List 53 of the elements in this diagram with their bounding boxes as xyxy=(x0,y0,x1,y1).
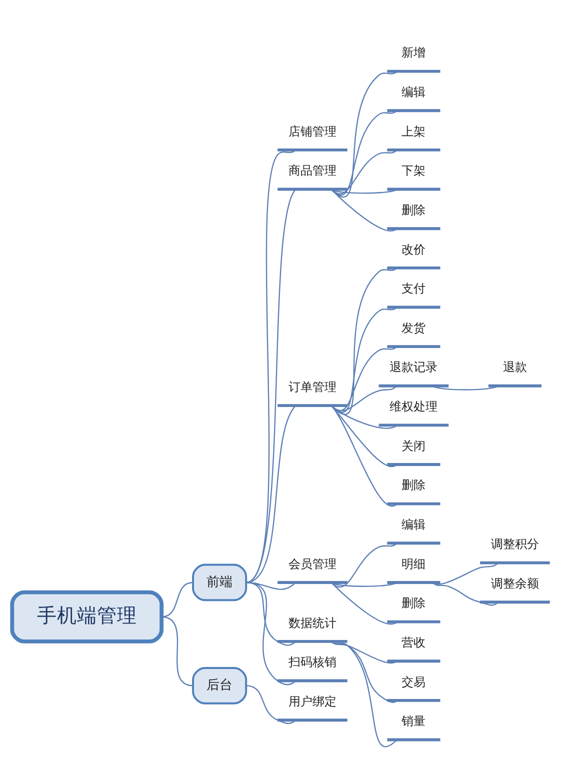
node-text: 退款记录 xyxy=(390,360,438,374)
node-text: 调整余额 xyxy=(490,576,539,590)
connector xyxy=(432,562,499,584)
connector xyxy=(330,404,398,506)
connector xyxy=(330,404,398,467)
node-text: 下架 xyxy=(402,163,426,178)
connector xyxy=(330,640,398,664)
node-text: 销量 xyxy=(402,714,426,728)
connector xyxy=(330,188,398,194)
node-text: 明细 xyxy=(402,556,426,570)
node-text: 发货 xyxy=(402,320,426,334)
node-text: 删除 xyxy=(402,478,426,492)
node-text: 扫码核销 xyxy=(288,654,336,669)
node-text: 调整积分 xyxy=(490,536,539,551)
node-text: 用户绑定 xyxy=(288,694,336,708)
connector xyxy=(330,110,398,195)
connector xyxy=(432,384,499,390)
node-text: 删除 xyxy=(402,596,426,610)
node-text: 新增 xyxy=(402,45,426,60)
node-text: 店铺管理 xyxy=(288,124,336,138)
node-text: 支付 xyxy=(402,281,426,296)
connector xyxy=(161,616,194,686)
node-text: 会员管理 xyxy=(288,556,336,570)
node-box: 后台 xyxy=(192,666,248,704)
connector xyxy=(246,581,296,685)
node-box: 前端 xyxy=(192,563,248,601)
node-text: 商品管理 xyxy=(288,163,336,178)
node-text: 维权处理 xyxy=(390,399,438,414)
connector xyxy=(432,582,499,606)
connector xyxy=(330,581,398,586)
node-text: 关闭 xyxy=(402,438,426,452)
connector xyxy=(330,70,398,197)
connector xyxy=(330,149,398,194)
node-text: 退款 xyxy=(502,360,527,374)
connector xyxy=(330,582,398,624)
connector xyxy=(330,188,398,231)
connector xyxy=(161,581,194,617)
connector xyxy=(246,684,296,724)
node-text: 编辑 xyxy=(402,517,426,532)
node-text: 删除 xyxy=(402,202,426,216)
connector xyxy=(330,542,398,588)
node-text: 改价 xyxy=(402,242,426,256)
connector xyxy=(330,640,398,702)
connector xyxy=(330,640,398,747)
node-box: 手机端管理 xyxy=(10,590,164,643)
node-text: 上架 xyxy=(402,124,426,138)
node-text: 营收 xyxy=(402,634,426,649)
node-text: 交易 xyxy=(402,674,426,688)
connector xyxy=(246,581,296,646)
node-text: 订单管理 xyxy=(288,379,336,394)
node-text: 编辑 xyxy=(402,84,426,98)
connector xyxy=(246,404,296,583)
node-text: 数据统计 xyxy=(288,615,336,630)
